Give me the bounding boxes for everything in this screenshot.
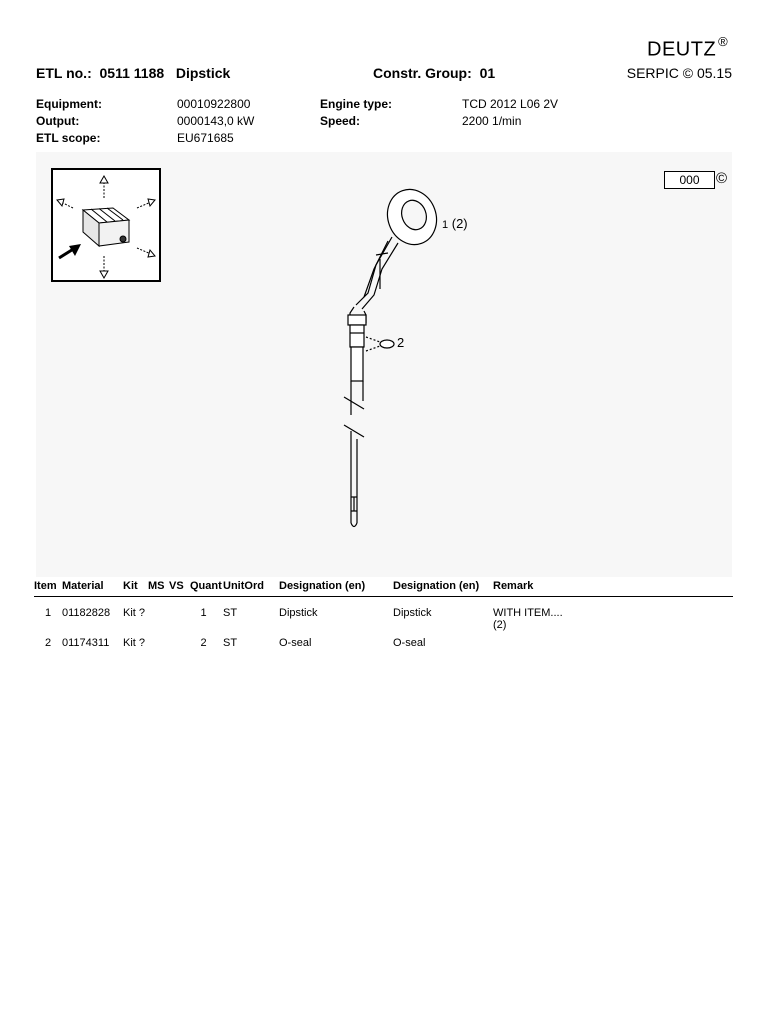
cell-vs xyxy=(169,597,190,638)
output-value: 0000143,0 kW xyxy=(177,114,255,128)
registered-mark: ® xyxy=(718,34,729,49)
parts-table: Item Material Kit MS VS Quant UnitOrd De… xyxy=(34,579,733,667)
equipment-value: 00010922800 xyxy=(177,97,251,111)
callout-item-1: 1 (2) xyxy=(442,216,468,231)
callout-1-ref: (2) xyxy=(451,216,468,231)
scope-label: ETL scope: xyxy=(36,131,101,145)
col-unitord: UnitOrd xyxy=(223,579,279,597)
output-label: Output: xyxy=(36,114,80,128)
table-header-row: Item Material Kit MS VS Quant UnitOrd De… xyxy=(34,579,733,597)
cell-material: 01174311 xyxy=(62,637,110,649)
col-quant: Quant xyxy=(190,579,223,597)
etl-label: ETL no.: xyxy=(36,65,92,81)
cell-quant: 1 xyxy=(200,607,207,619)
callout-item-2: 2 xyxy=(397,335,405,350)
col-kit: Kit xyxy=(123,579,148,597)
cell-material: 01182828 xyxy=(62,607,111,619)
cell-item: 1 xyxy=(44,607,52,619)
callout-1-number: 1 xyxy=(442,219,449,231)
cell-ms xyxy=(148,597,169,638)
speed-value: 2200 1/min xyxy=(462,114,522,128)
col-vs: VS xyxy=(169,579,190,597)
scope-value: EU671685 xyxy=(177,131,234,145)
etl-title: ETL no.: 0511 1188 Dipstick xyxy=(36,65,230,81)
etl-number: 0511 1188 xyxy=(99,65,165,81)
engine-type-label: Engine type: xyxy=(320,97,393,111)
col-item: Item xyxy=(34,579,62,597)
constr-group-label: Constr. Group: xyxy=(373,65,472,81)
col-remark: Remark xyxy=(493,579,733,597)
equipment-label: Equipment: xyxy=(36,97,102,111)
figure-code-box: 000 xyxy=(664,171,715,189)
col-designation-1: Designation (en) xyxy=(279,579,393,597)
speed-label: Speed: xyxy=(320,114,361,128)
engine-type-value: TCD 2012 L06 2V xyxy=(462,97,559,111)
cell-vs xyxy=(169,637,190,667)
table-row: 1 01182828 Kit ? 1 ST Dipstick Dipstick … xyxy=(34,597,733,638)
cell-remark xyxy=(493,637,733,667)
cell-remark: WITH ITEM.... (2) xyxy=(493,597,733,638)
table-row: 2 01174311 Kit ? 2 ST O-seal O-seal xyxy=(34,637,733,667)
remark-line-2: (2) xyxy=(493,619,507,631)
cell-unitord: ST xyxy=(223,637,238,649)
cell-unitord: ST xyxy=(223,607,238,619)
col-designation-2: Designation (en) xyxy=(393,579,493,597)
cell-quant: 2 xyxy=(200,637,207,649)
brand-name: DEUTZ xyxy=(647,38,717,61)
remark-line-1: WITH ITEM.... xyxy=(493,607,563,619)
copyright-symbol: © xyxy=(716,170,728,187)
brand-logo: DEUTZ® xyxy=(647,34,729,62)
cell-designation-2: Dipstick xyxy=(393,607,432,619)
col-ms: MS xyxy=(148,579,169,597)
serpic-version: SERPIC © 05.15 xyxy=(626,65,732,81)
etl-name: Dipstick xyxy=(175,65,231,81)
cell-kit: Kit ? xyxy=(123,607,146,619)
dipstick-drawing xyxy=(343,188,438,528)
engine-orientation-thumbnail xyxy=(51,168,161,282)
cell-designation-1: O-seal xyxy=(279,637,312,649)
constr-group-value: 01 xyxy=(479,65,496,81)
cell-ms xyxy=(148,637,169,667)
cell-item: 2 xyxy=(44,637,52,649)
cell-kit: Kit ? xyxy=(123,637,146,649)
cell-designation-2: O-seal xyxy=(393,637,426,649)
col-material: Material xyxy=(62,579,123,597)
cell-designation-1: Dipstick xyxy=(279,607,318,619)
constr-group: Constr. Group: 01 xyxy=(373,65,495,81)
